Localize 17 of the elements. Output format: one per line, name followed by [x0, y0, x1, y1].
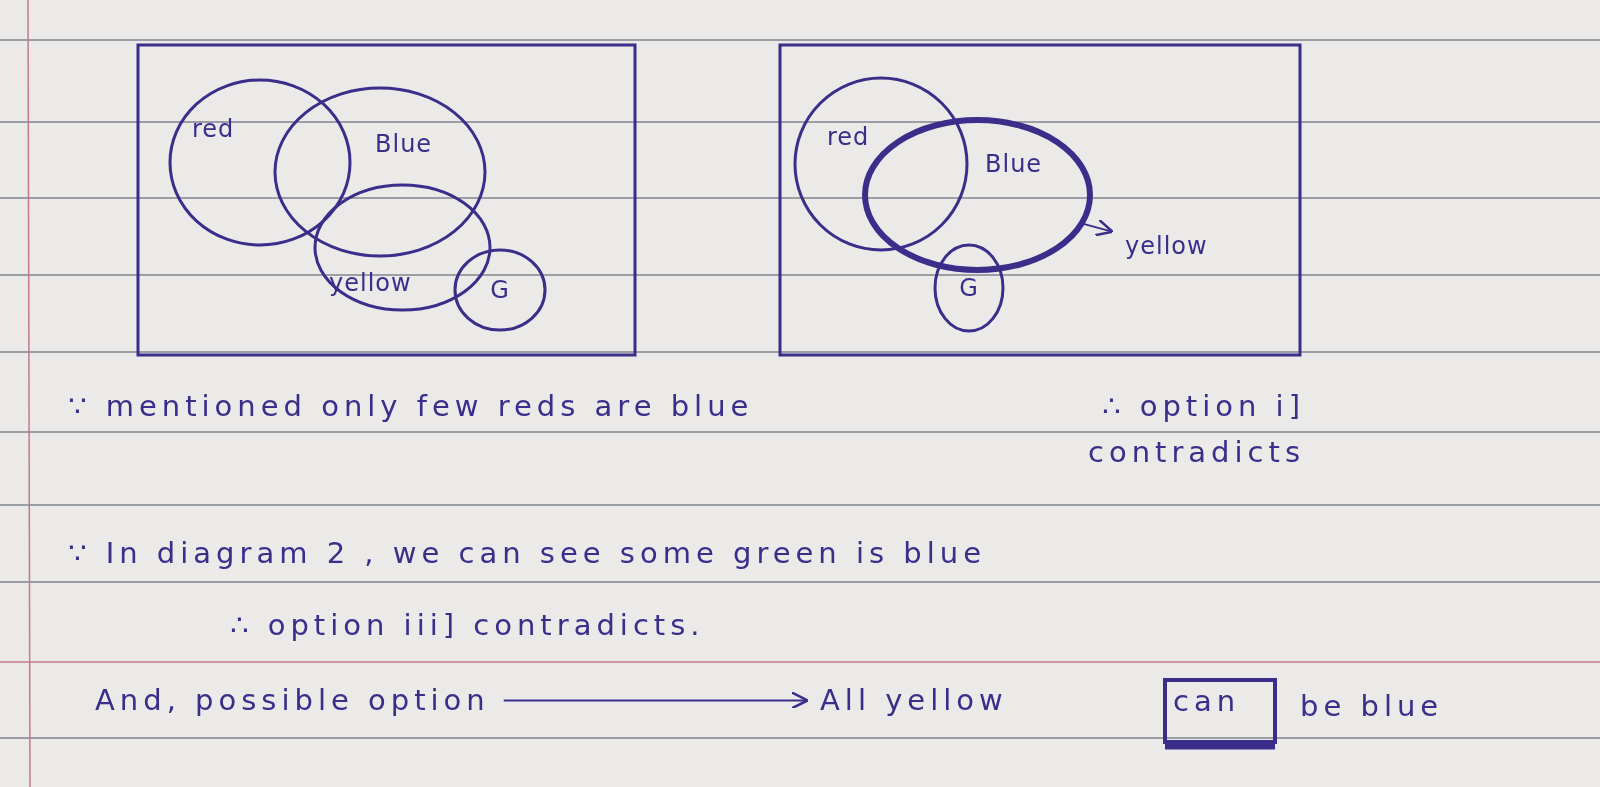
venn-label: yellow	[1125, 232, 1208, 261]
venn-label: Blue	[985, 150, 1043, 179]
handwritten-text: And, possible option	[95, 683, 490, 718]
arrow	[502, 691, 809, 710]
handwritten-text: All yellow	[820, 683, 1008, 718]
venn-label: red	[192, 115, 235, 144]
note-text: ∴ option i] contradicts	[1086, 388, 1305, 472]
venn-label: yellow	[329, 269, 412, 298]
venn-label: G	[959, 273, 979, 303]
venn-label: Blue	[375, 130, 433, 159]
note-text: ∴ option iii] contradicts.	[230, 607, 705, 644]
note-text: ∵ mentioned only few reds are blue	[68, 388, 754, 425]
handwritten-text: be blue	[1300, 688, 1444, 725]
venn-label: G	[490, 275, 510, 305]
venn-label: red	[827, 123, 870, 152]
handwritten-word: can	[1173, 684, 1241, 719]
note-text: ∵ In diagram 2 , we can see some green is blue	[68, 535, 987, 572]
